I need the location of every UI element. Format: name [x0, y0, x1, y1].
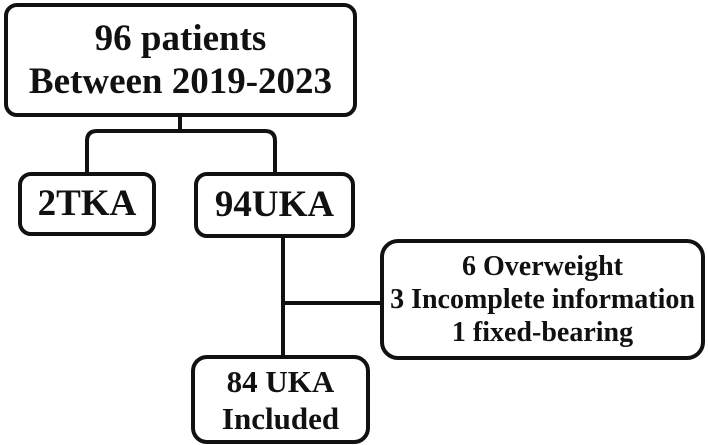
- uka-box: 94UKA: [194, 172, 355, 238]
- exclusions-box: 6 Overweight 3 Incomplete information 1 …: [380, 239, 705, 360]
- patients-box: 96 patients Between 2019-2023: [4, 3, 357, 117]
- included-box: 84 UKA Included: [191, 355, 370, 444]
- included-box-line1: 84 UKA: [226, 363, 335, 399]
- patients-box-line2: Between 2019-2023: [28, 61, 333, 102]
- uka-box-label: 94UKA: [214, 184, 335, 225]
- included-box-line2: Included: [221, 400, 340, 436]
- exclusions-box-line1: 6 Overweight: [462, 251, 623, 282]
- tka-box: 2TKA: [18, 172, 156, 236]
- patients-box-line1: 96 patients: [94, 18, 267, 59]
- exclusions-box-line3: 1 fixed-bearing: [451, 317, 634, 348]
- exclusions-box-line2: 3 Incomplete information: [390, 284, 695, 315]
- connector-split-to-tka-uka: [85, 129, 277, 174]
- tka-box-label: 2TKA: [37, 183, 137, 224]
